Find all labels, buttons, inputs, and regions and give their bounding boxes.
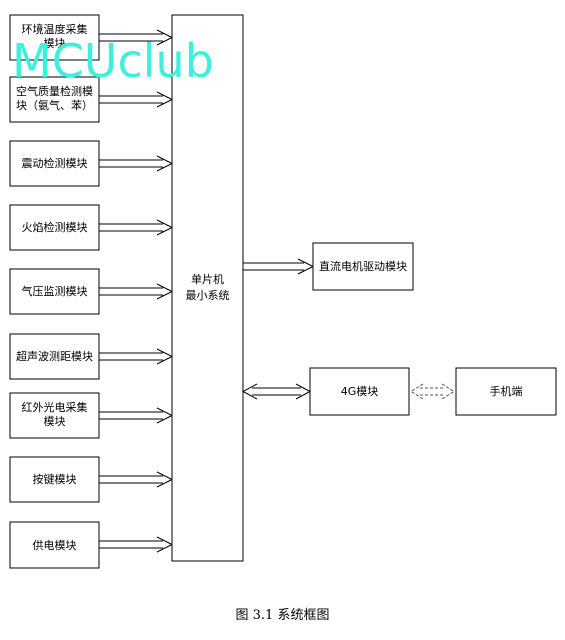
left-module-label: 火焰检测模块	[22, 220, 88, 234]
mcu-label: 最小系统	[186, 289, 230, 302]
4g-module-box: 4G模块	[309, 367, 410, 416]
left-module-label: 按键模块	[33, 472, 77, 486]
4g-module-label: 4G模块	[341, 385, 379, 398]
left-module-label: 模块	[44, 37, 66, 50]
left-module-box: 气压监测模块	[9, 268, 100, 315]
motor-driver-label: 直流电机驱动模块	[319, 259, 407, 273]
left-module-label: 环境温度采集	[22, 22, 88, 36]
left-module-box: 按键模块	[9, 456, 100, 503]
mcu-4g-arrow	[241, 383, 312, 400]
left-module-label: 震动检测模块	[22, 156, 88, 170]
figure-caption: 图 3.1 系统框图	[235, 608, 330, 623]
left-module-box: 空气质量检测模 块（氨气、苯）	[9, 76, 100, 123]
left-module-label: 气压监测模块	[22, 284, 88, 298]
left-module-label: 块（氨气、苯）	[16, 98, 93, 112]
mcu-label: 单片机	[191, 272, 224, 286]
phone-box: 手机端	[455, 367, 557, 416]
double-arrow	[99, 471, 174, 488]
double-arrow	[99, 91, 174, 108]
left-module-box: 超声波测距模块	[9, 333, 100, 380]
double-arrow	[99, 155, 174, 172]
left-module-label: 模块	[44, 415, 66, 428]
left-module-label: 空气质量检测模	[16, 84, 93, 98]
left-module-box: 供电模块	[9, 521, 100, 569]
phone-label: 手机端	[490, 384, 523, 398]
4g-phone-dashed-arrow	[410, 383, 455, 400]
left-module-label: 超声波测距模块	[16, 349, 93, 363]
left-module-label: 供电模块	[33, 538, 77, 552]
motor-driver-box: 直流电机驱动模块	[312, 242, 414, 291]
double-arrow	[99, 283, 174, 300]
double-arrow	[99, 407, 174, 424]
left-arrows	[99, 29, 174, 553]
mcu-box: 单片机 最小系统	[171, 14, 244, 562]
double-arrow	[99, 536, 174, 553]
left-module-box: 震动检测模块	[9, 140, 100, 187]
left-module-box: 火焰检测模块	[9, 204, 100, 251]
left-module-label: 红外光电采集	[22, 400, 88, 414]
left-module-box: 环境温度采集 模块	[9, 14, 100, 61]
motor-arrow	[243, 258, 315, 275]
left-module-box: 红外光电采集 模块	[9, 392, 100, 439]
double-arrow	[99, 219, 174, 236]
watermark: MCUclub	[12, 34, 214, 88]
double-arrow	[99, 348, 174, 365]
